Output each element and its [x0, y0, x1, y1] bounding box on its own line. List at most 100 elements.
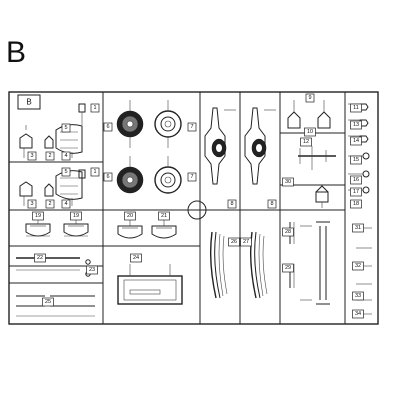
- part-number-label: 5: [64, 125, 67, 131]
- part-number-label: 13: [353, 122, 359, 128]
- part-number-label: 19: [35, 213, 41, 219]
- part-number-tag-12: 12: [300, 137, 312, 147]
- part-number-tag-24: 24: [130, 253, 142, 263]
- part-number-tag-20: 20: [124, 211, 136, 221]
- part-number-label: 9: [308, 95, 311, 101]
- part-number-label: 29: [285, 265, 291, 271]
- part-number-tag-1: 1: [90, 103, 100, 113]
- part-number-label: 2: [48, 201, 51, 207]
- runner-grid: [9, 92, 346, 324]
- part-number-label: 3: [30, 201, 33, 207]
- shock-parts: [289, 221, 330, 305]
- part-number-tag-27: 27: [240, 237, 252, 247]
- part-number-label: 34: [355, 311, 361, 317]
- part-number-label: 3: [30, 153, 33, 159]
- middle-drum-parts: [117, 212, 177, 239]
- part-number-tag-3: 3: [27, 151, 37, 161]
- part-number-label: 26: [231, 239, 237, 245]
- part-number-tag-29: 29: [282, 263, 294, 273]
- part-number-label: 12: [303, 139, 309, 145]
- part-number-label: 14: [353, 138, 359, 144]
- part-number-tag-6: 6: [103, 122, 113, 132]
- part-number-tag-4: 4: [61, 199, 71, 209]
- part-number-label: 8: [270, 201, 273, 207]
- part-number-tag-11: 11: [350, 103, 362, 113]
- part-number-label: 1: [93, 169, 96, 175]
- part-number-tag-3: 3: [27, 199, 37, 209]
- part-number-tag-31: 31: [352, 223, 364, 233]
- part-number-label: 32: [355, 263, 361, 269]
- part-number-tag-23: 23: [86, 265, 98, 275]
- part-number-label: 10: [307, 129, 313, 135]
- part-number-tag-8: 8: [267, 199, 277, 209]
- part-number-tag-9: 9: [305, 93, 315, 103]
- part-number-tag-32: 32: [352, 261, 364, 271]
- part-number-label: 30: [285, 179, 291, 185]
- part-number-label: 33: [355, 293, 361, 299]
- part-number-tag-6: 6: [103, 172, 113, 182]
- part-number-tag-19: 19: [32, 211, 44, 221]
- rod-parts-left: [16, 257, 95, 317]
- part-number-label: 7: [190, 174, 193, 180]
- part-number-label: 31: [355, 225, 361, 231]
- part-number-tag-18: 18: [350, 199, 362, 209]
- part-number-tag-15: 15: [350, 155, 362, 165]
- part-number-tag-34: 34: [352, 309, 364, 319]
- part-number-tag-33: 33: [352, 291, 364, 301]
- bracket-parts-top: [19, 103, 86, 158]
- part-number-tag-13: 13: [350, 120, 362, 130]
- part-number-label: 18: [353, 201, 359, 207]
- axle-housing-parts: [204, 107, 276, 185]
- part-number-label: 19: [73, 213, 79, 219]
- part-number-tag-25: 25: [42, 297, 54, 307]
- part-number-label: 4: [64, 153, 67, 159]
- part-number-label: 16: [353, 177, 359, 183]
- part-number-label: 6: [106, 124, 109, 130]
- part-number-label: 6: [106, 174, 109, 180]
- fittings-column-right: [348, 103, 372, 315]
- part-number-label: 4: [64, 201, 67, 207]
- part-number-tag-21: 21: [158, 211, 170, 221]
- wheel-parts: [116, 100, 182, 194]
- small-parts-right: [287, 100, 336, 208]
- part-number-label: 24: [133, 255, 139, 261]
- part-number-tag-7: 7: [187, 122, 197, 132]
- part-number-tag-5: 5: [61, 123, 71, 133]
- leaf-spring-parts: [209, 231, 268, 299]
- part-number-tag-22: 22: [34, 253, 46, 263]
- part-number-label: 2: [48, 153, 51, 159]
- part-number-tag-2: 2: [45, 151, 55, 161]
- part-number-tag-28: 28: [282, 227, 294, 237]
- part-number-label: 23: [89, 267, 95, 273]
- part-number-tag-16: 16: [350, 175, 362, 185]
- sprue-sheet-letter: B: [6, 36, 27, 69]
- part-number-label: 11: [353, 105, 359, 111]
- part-number-tag-14: 14: [350, 136, 362, 146]
- sprue-frame: [8, 91, 379, 325]
- part-number-label: 1: [93, 105, 96, 111]
- sprue-frame-letter: B: [26, 98, 31, 107]
- part-number-label: 8: [230, 201, 233, 207]
- part-number-tag-19: 19: [70, 211, 82, 221]
- part-number-tag-4: 4: [61, 151, 71, 161]
- part-number-label: 25: [45, 299, 51, 305]
- part-number-label: 21: [161, 213, 167, 219]
- part-number-tag-10: 10: [304, 127, 316, 137]
- part-number-tag-17: 17: [350, 187, 362, 197]
- part-number-label: 5: [64, 169, 67, 175]
- part-number-tag-8: 8: [227, 199, 237, 209]
- registration-circle: [187, 200, 207, 220]
- part-number-label: 20: [127, 213, 133, 219]
- part-number-label: 27: [243, 239, 249, 245]
- part-number-label: 17: [353, 189, 359, 195]
- part-number-tag-7: 7: [187, 172, 197, 182]
- part-number-label: 28: [285, 229, 291, 235]
- sprue-letter-box: [17, 94, 41, 110]
- part-number-tag-1: 1: [90, 167, 100, 177]
- drum-half-parts: [25, 212, 89, 237]
- part-number-label: 22: [37, 255, 43, 261]
- part-number-tag-2: 2: [45, 199, 55, 209]
- part-number-tag-26: 26: [228, 237, 240, 247]
